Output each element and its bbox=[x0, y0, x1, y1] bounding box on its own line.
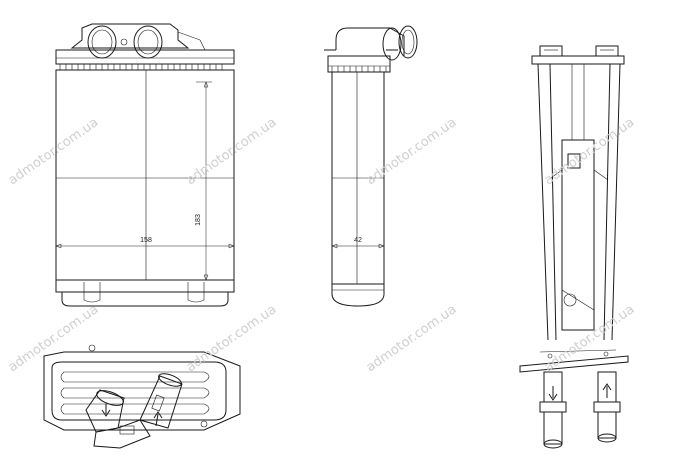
watermark-text: admotor.com.ua bbox=[6, 115, 102, 188]
dimension-depth-label: 42 bbox=[354, 237, 362, 244]
flow-arrow-icon bbox=[101, 404, 111, 417]
bottom-view bbox=[43, 344, 241, 449]
watermarks: admotor.com.ua admotor.com.ua admotor.co… bbox=[6, 115, 638, 375]
watermark-text: admotor.com.ua bbox=[184, 115, 280, 188]
pipe-inlet-icon bbox=[539, 371, 567, 449]
pipe-outlet-icon bbox=[593, 371, 621, 443]
watermark-text: admotor.com.ua bbox=[364, 302, 460, 375]
header-fins bbox=[59, 64, 223, 71]
watermark-text: admotor.com.ua bbox=[542, 115, 638, 188]
watermark-text: admotor.com.ua bbox=[184, 302, 280, 375]
watermark-text: admotor.com.ua bbox=[364, 115, 460, 188]
flow-arrow-icon bbox=[602, 383, 612, 398]
flow-arrow-icon bbox=[548, 386, 558, 401]
dimension-width-label: 158 bbox=[140, 237, 152, 244]
front-view: 158 183 bbox=[55, 23, 235, 307]
pipe-side-view bbox=[519, 45, 629, 449]
dimension-height-label: 183 bbox=[195, 214, 202, 226]
flow-arrow-icon bbox=[153, 411, 163, 427]
side-view: 42 bbox=[324, 25, 418, 307]
